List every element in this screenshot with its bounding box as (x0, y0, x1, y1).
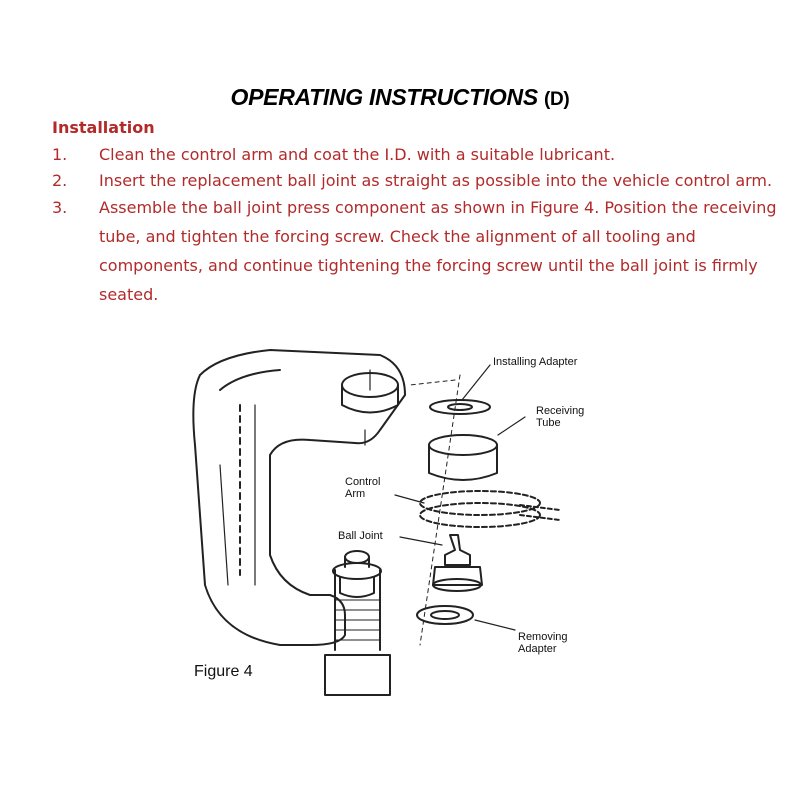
title-suffix: (D) (543, 89, 570, 110)
instruction-step: 1. Clean the control arm and coat the I.… (52, 142, 782, 168)
title-main: OPERATING INSTRUCTIONS (230, 84, 539, 110)
page-title: OPERATING INSTRUCTIONS (D) (0, 84, 800, 111)
step-number: 2. (52, 171, 68, 190)
control-arm (419, 490, 561, 528)
ball-joint-press-diagram (192, 349, 561, 696)
label-receiving-tube: Receiving Tube (536, 405, 585, 429)
label-control-arm: Control Arm (345, 476, 381, 500)
figure-caption: Figure 4 (194, 663, 253, 680)
step-text: Clean the control arm and coat the I.D. … (99, 145, 616, 164)
ball-joint (432, 534, 483, 592)
c-frame (192, 349, 406, 646)
section-heading: Installation (52, 118, 155, 137)
label-installing-adapter: Installing Adapter (493, 356, 578, 368)
receiving-tube (428, 434, 498, 481)
step-number: 3. (52, 198, 68, 217)
label-removing-adapter: Removing Adapter (518, 631, 568, 655)
step-number: 1. (52, 145, 68, 164)
instruction-step: 2. Insert the replacement ball joint as … (52, 170, 782, 192)
step-text: Insert the replacement ball joint as str… (99, 171, 773, 190)
installing-adapter (429, 399, 491, 415)
label-ball-joint: Ball Joint (338, 530, 383, 542)
instruction-step: 3. Assemble the ball joint press compone… (52, 193, 782, 309)
instruction-list: 1. Clean the control arm and coat the I.… (52, 142, 782, 309)
removing-adapter (416, 605, 474, 625)
step-text: Assemble the ball joint press component … (99, 198, 777, 304)
